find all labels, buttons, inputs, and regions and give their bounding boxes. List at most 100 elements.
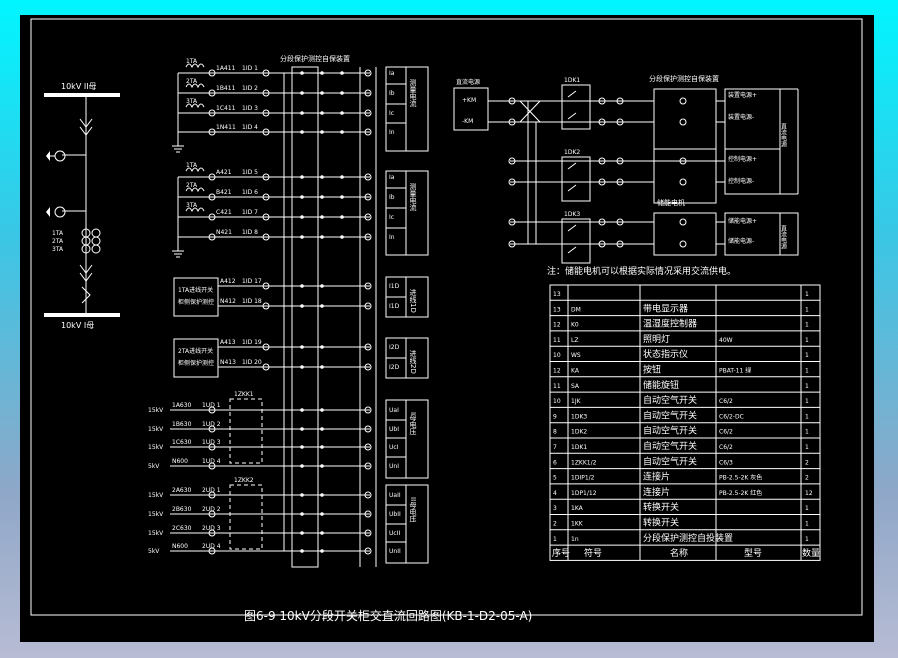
table-cell-name: 连接片 bbox=[643, 471, 670, 483]
table-cell-symbol: 1KK bbox=[571, 521, 584, 528]
terminal-label: 2B630 bbox=[172, 506, 192, 513]
terminal-icon bbox=[508, 218, 516, 226]
ct-coil-label: 2TA bbox=[186, 182, 198, 189]
terminal-number: 2UD 4 bbox=[202, 543, 221, 550]
voltage-label: 15kV bbox=[148, 492, 164, 499]
ct-icon bbox=[91, 228, 101, 238]
terminal-icon bbox=[598, 157, 606, 165]
table-cell-qty: 1 bbox=[805, 444, 809, 451]
side-group-label: 进线2D bbox=[409, 350, 417, 374]
incoming-box-2 bbox=[173, 338, 219, 378]
table-cell-no: 13 bbox=[553, 291, 561, 298]
terminal-icon bbox=[208, 233, 216, 241]
side-row-label: Ib bbox=[389, 90, 395, 97]
junction-dot bbox=[300, 512, 304, 516]
table-cell-model: C6/3 bbox=[719, 459, 733, 466]
voltage-label: 15kV bbox=[148, 511, 164, 518]
voltage-label: 15kV bbox=[148, 444, 164, 451]
table-cell-name: 照明灯 bbox=[643, 334, 670, 345]
terminal-label: A413 bbox=[220, 339, 236, 346]
device-header: 分段保护测控自保装置 bbox=[280, 54, 350, 63]
terminal-icon bbox=[208, 510, 216, 518]
terminal-number: 1ID 17 bbox=[242, 278, 262, 285]
table-cell-qty: 12 bbox=[805, 490, 813, 497]
side-group-label: II母电压 bbox=[409, 497, 417, 523]
terminal-icon bbox=[364, 425, 372, 433]
terminal-icon bbox=[262, 89, 270, 97]
terminal-label: A421 bbox=[216, 169, 232, 176]
terminal-icon bbox=[364, 343, 372, 351]
terminal-label: 1C630 bbox=[172, 439, 192, 446]
junction-dot bbox=[300, 464, 304, 468]
terminal-icon bbox=[364, 510, 372, 518]
table-header: 型号 bbox=[744, 548, 762, 559]
terminal-icon bbox=[262, 109, 270, 117]
indicator-lamp-icon-2 bbox=[54, 206, 66, 218]
disconnect-top-icon bbox=[79, 118, 93, 136]
side-row-label: UaII bbox=[389, 492, 401, 499]
table-cell-name: 转换开关 bbox=[643, 517, 679, 529]
junction-dot bbox=[300, 91, 304, 95]
side-group-frame bbox=[385, 170, 429, 256]
device-box-2 bbox=[653, 148, 717, 204]
ct-coil-label: 3TA bbox=[186, 202, 198, 209]
table-cell-model: PB-2.5-2K 红色 bbox=[719, 489, 762, 497]
voltage-switch-1 bbox=[229, 398, 263, 464]
motor-terminal-box bbox=[724, 212, 799, 256]
junction-dot bbox=[320, 445, 324, 449]
incoming-box-2-line2: 柜侧保护测控 bbox=[178, 359, 214, 367]
terminal-icon bbox=[679, 218, 687, 226]
breaker-label: 1DK2 bbox=[564, 149, 580, 156]
table-cell-qty: 1 bbox=[805, 352, 809, 359]
table-cell-no: 7 bbox=[553, 444, 557, 451]
dc-circuit: 直流电源 +KM -KM 分段保护测控自保装置 储能电机 1DK11DK21DK… bbox=[453, 74, 799, 277]
side-row-label: I1D bbox=[389, 283, 400, 290]
terminal-number: 1ID 20 bbox=[242, 359, 262, 366]
junction-dot bbox=[300, 284, 304, 288]
table-cell-qty: 1 bbox=[805, 291, 809, 298]
terminal-label: 1A630 bbox=[172, 402, 192, 409]
indicator-lamp-icon bbox=[54, 150, 66, 162]
ct-stack: 1TA 2TA 3TA bbox=[52, 228, 101, 254]
table-cell-qty: 2 bbox=[805, 459, 809, 466]
terminal-icon bbox=[679, 97, 687, 105]
terminal-label: N413 bbox=[220, 359, 236, 366]
junction-dot bbox=[300, 111, 304, 115]
ct-icon bbox=[81, 244, 91, 254]
drawing-frame bbox=[30, 18, 863, 616]
box-label: 储能电源+ bbox=[728, 217, 757, 225]
terminal-label: 1C411 bbox=[216, 105, 236, 112]
table-cell-qty: 1 bbox=[805, 536, 809, 543]
table-cell-no: 10 bbox=[553, 352, 561, 359]
terminal-icon bbox=[364, 109, 372, 117]
side-group-label: 测量电流 bbox=[409, 79, 417, 108]
table-cell-symbol: 1DIP1/2 bbox=[571, 475, 595, 482]
incoming-box-1-line1: 1TA进线开关 bbox=[178, 286, 213, 294]
terminal-icon bbox=[679, 240, 687, 248]
terminal-icon bbox=[208, 529, 216, 537]
terminal-icon bbox=[262, 233, 270, 241]
terminal-label: N421 bbox=[216, 229, 232, 236]
table-cell-symbol: 1DK1 bbox=[571, 444, 587, 451]
table-cell-qty: 1 bbox=[805, 337, 809, 344]
terminal-icon bbox=[262, 282, 270, 290]
table-cell-name: 储能旋钮 bbox=[643, 379, 679, 391]
breaker-box bbox=[561, 156, 591, 202]
device-box-1 bbox=[653, 88, 717, 162]
table-cell-no: 12 bbox=[553, 322, 561, 329]
terminal-number: 1ID 7 bbox=[242, 209, 258, 216]
ground-icon bbox=[172, 145, 184, 153]
table-cell-symbol: 1DK3 bbox=[571, 413, 587, 420]
side-row-label: In bbox=[389, 234, 395, 241]
table-cell-no: 2 bbox=[553, 521, 557, 528]
terminal-icon bbox=[364, 193, 372, 201]
terminal-label: N412 bbox=[220, 298, 236, 305]
junction-dot bbox=[320, 427, 324, 431]
table-cell-symbol: 1ZKK1/2 bbox=[571, 459, 597, 466]
dc-supply-label: 直流电源 bbox=[456, 78, 480, 86]
ct-coil-icon bbox=[185, 103, 205, 109]
table-cell-name: 带电显示器 bbox=[643, 302, 688, 314]
terminal-icon bbox=[208, 443, 216, 451]
voltage-label: 5kV bbox=[148, 463, 160, 470]
